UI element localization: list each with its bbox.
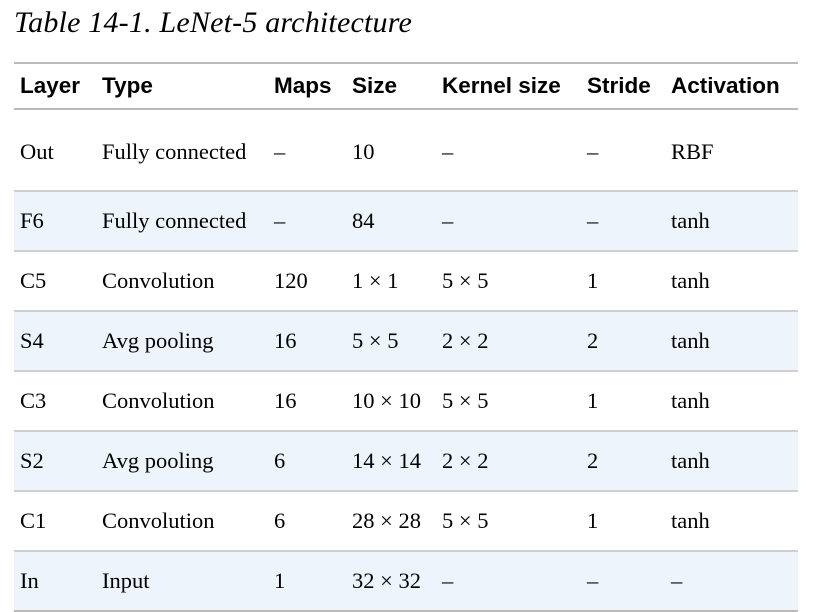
- layer-cell: S4: [14, 311, 96, 372]
- stride-cell: 2: [581, 311, 665, 372]
- size-cell: 1 × 1: [346, 251, 436, 312]
- activation-cell: tanh: [665, 491, 798, 552]
- stride-cell: 1: [581, 491, 665, 552]
- maps-cell: 1: [268, 551, 346, 612]
- type-cell: Fully connected: [96, 109, 268, 192]
- header-layer: Layer: [14, 62, 96, 110]
- activation-cell: tanh: [665, 431, 798, 492]
- layer-cell: F6: [14, 191, 96, 252]
- layer-cell: Out: [14, 109, 96, 192]
- header-stride: Stride: [581, 62, 665, 110]
- type-cell: Convolution: [96, 371, 268, 432]
- maps-cell: –: [268, 109, 346, 192]
- header-activation: Activation: [665, 62, 798, 110]
- size-cell: 14 × 14: [346, 431, 436, 492]
- kernel-size-cell: –: [436, 551, 581, 612]
- activation-cell: tanh: [665, 311, 798, 372]
- size-cell: 28 × 28: [346, 491, 436, 552]
- kernel-size-cell: 2 × 2: [436, 431, 581, 492]
- maps-cell: 6: [268, 431, 346, 492]
- size-cell: 10 × 10: [346, 371, 436, 432]
- header-size: Size: [346, 62, 436, 110]
- header-row: Layer Type Maps Size Kernel size Stride …: [14, 62, 798, 110]
- type-cell: Fully connected: [96, 191, 268, 252]
- size-cell: 84: [346, 191, 436, 252]
- type-cell: Input: [96, 551, 268, 612]
- header-kernel-size: Kernel size: [436, 62, 581, 110]
- stride-cell: –: [581, 551, 665, 612]
- table-caption: Table 14-1. LeNet-5 architecture: [14, 6, 413, 39]
- maps-cell: 6: [268, 491, 346, 552]
- kernel-size-cell: 5 × 5: [436, 371, 581, 432]
- type-cell: Avg pooling: [96, 311, 268, 372]
- layer-cell: In: [14, 551, 96, 612]
- layer-cell: C3: [14, 371, 96, 432]
- type-cell: Convolution: [96, 251, 268, 312]
- size-cell: 5 × 5: [346, 311, 436, 372]
- activation-cell: tanh: [665, 251, 798, 312]
- stride-cell: 1: [581, 371, 665, 432]
- maps-cell: 120: [268, 251, 346, 312]
- stride-cell: 2: [581, 431, 665, 492]
- kernel-size-cell: –: [436, 109, 581, 192]
- stride-cell: –: [581, 191, 665, 252]
- stride-cell: 1: [581, 251, 665, 312]
- activation-cell: tanh: [665, 191, 798, 252]
- kernel-size-cell: 5 × 5: [436, 491, 581, 552]
- activation-cell: tanh: [665, 371, 798, 432]
- header-type: Type: [96, 62, 268, 110]
- kernel-size-cell: –: [436, 191, 581, 252]
- header-maps: Maps: [268, 62, 346, 110]
- size-cell: 32 × 32: [346, 551, 436, 612]
- stride-cell: –: [581, 109, 665, 192]
- maps-cell: 16: [268, 371, 346, 432]
- type-cell: Convolution: [96, 491, 268, 552]
- layer-cell: C5: [14, 251, 96, 312]
- layer-cell: C1: [14, 491, 96, 552]
- maps-cell: –: [268, 191, 346, 252]
- activation-cell: –: [665, 551, 798, 612]
- kernel-size-cell: 2 × 2: [436, 311, 581, 372]
- size-cell: 10: [346, 109, 436, 192]
- kernel-size-cell: 5 × 5: [436, 251, 581, 312]
- layer-cell: S2: [14, 431, 96, 492]
- type-cell: Avg pooling: [96, 431, 268, 492]
- activation-cell: RBF: [665, 109, 798, 192]
- lenet-architecture-table: Layer Type Maps Size Kernel size Stride …: [14, 62, 798, 612]
- maps-cell: 16: [268, 311, 346, 372]
